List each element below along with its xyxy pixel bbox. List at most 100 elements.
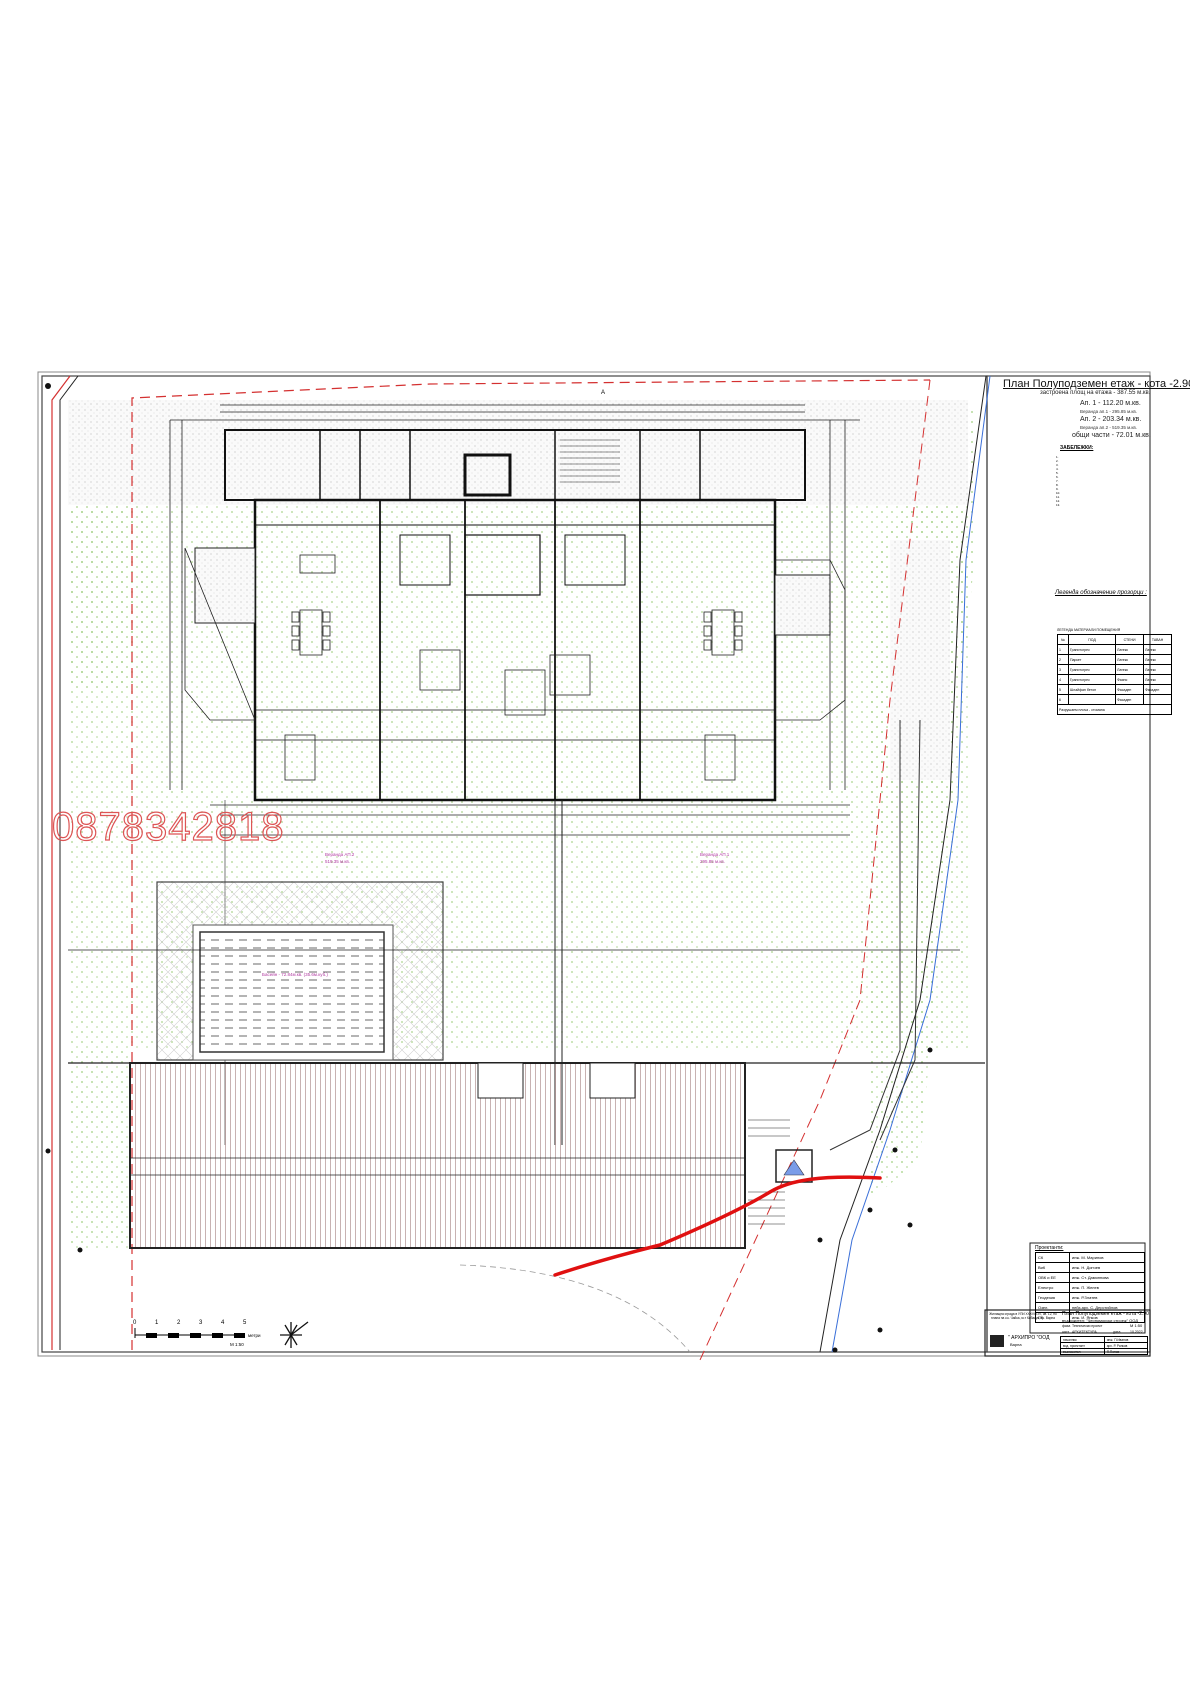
veranda-ap1-label: Веранда АП.1 bbox=[700, 852, 730, 857]
person: П.Попов bbox=[1103, 1348, 1149, 1355]
legend-col: № bbox=[1057, 634, 1069, 645]
discipline: Геодезия bbox=[1035, 1292, 1070, 1303]
discipline: ОВК и ЕЕ bbox=[1035, 1272, 1070, 1283]
drawing-title: План Полуподземен етаж - кота -2.90 bbox=[1003, 378, 1190, 390]
section-marker: А bbox=[601, 390, 606, 396]
notes-heading: ЗАБЕЛЕЖКИ: bbox=[1060, 445, 1094, 451]
cell: Латекс bbox=[1143, 664, 1172, 675]
note-line: 4. bbox=[1056, 467, 1059, 471]
phase-label: фаза bbox=[1062, 1324, 1071, 1328]
designers-heading: Проектанти: bbox=[1035, 1245, 1064, 1251]
part-label: част bbox=[1062, 1330, 1070, 1334]
designer-name: инж. Ст. Дамяннова bbox=[1069, 1272, 1145, 1283]
scale-tick: 0 bbox=[133, 1320, 137, 1326]
legend-row: 6 Фасаден bbox=[1057, 694, 1172, 705]
scale-unit: метри bbox=[248, 1333, 261, 1338]
note-line: 8. bbox=[1056, 483, 1059, 487]
cell: Гранитогрес bbox=[1067, 644, 1117, 655]
note-line: 11. bbox=[1056, 495, 1060, 499]
cell: Латекс bbox=[1115, 654, 1145, 665]
cell: Гранитогрес bbox=[1067, 674, 1117, 685]
common-parts-area: общи части - 72.01 м.кв. bbox=[1072, 432, 1151, 439]
project-description: Жилищна сграда в УПИ XXXVIII-97, кв. 12,… bbox=[989, 1312, 1057, 1320]
cell: 5 bbox=[1057, 684, 1069, 695]
client: възложител: "Черноморски строеж" ООД bbox=[1062, 1318, 1138, 1323]
cell: 3 bbox=[1057, 664, 1069, 675]
part: АРХИТЕКТУРА bbox=[1072, 1330, 1097, 1334]
cell: 2 bbox=[1057, 654, 1069, 665]
designer-name: инж. И. Янков bbox=[1069, 1312, 1145, 1323]
note-line: 6. bbox=[1056, 475, 1059, 479]
phone-watermark: 0878342818 bbox=[51, 804, 285, 849]
cell bbox=[1067, 694, 1117, 705]
red-markup-curve bbox=[555, 1175, 885, 1275]
date: 10.2022 bbox=[1130, 1330, 1143, 1334]
cell: Фасаден bbox=[1115, 684, 1145, 695]
company-name: " АРХИПРО "ООД bbox=[1008, 1335, 1050, 1341]
built-area: застроена площ на етажа - 387.55 м.кв. bbox=[1040, 390, 1151, 396]
note-line: 7. bbox=[1056, 479, 1059, 483]
scale-tick: 2 bbox=[177, 1320, 181, 1326]
cell: Гранитогрес bbox=[1067, 664, 1117, 675]
designer-name: инж. П. Желев bbox=[1069, 1282, 1145, 1293]
cell: Фасаден bbox=[1115, 694, 1145, 705]
designer-name: инж. М. Маринов bbox=[1069, 1252, 1145, 1263]
veranda-ap1-area: 295.85 м.кв. bbox=[700, 859, 725, 864]
title-scale: М 1:50 bbox=[1130, 1323, 1143, 1328]
scale-tick: 1 bbox=[155, 1320, 159, 1326]
designer-name: инж. Р.Златев bbox=[1069, 1292, 1145, 1303]
note-line: 10. bbox=[1056, 491, 1061, 495]
cell: Латекс bbox=[1115, 644, 1145, 655]
legend-col: ПОД bbox=[1067, 634, 1117, 645]
designer-name: инж. Н. Дончев bbox=[1069, 1262, 1145, 1273]
date-label: дата bbox=[1113, 1330, 1121, 1334]
note-line: 2. bbox=[1056, 459, 1059, 463]
phase: Технически проект bbox=[1072, 1324, 1103, 1328]
scale-tick: 4 bbox=[221, 1320, 225, 1326]
discipline: ВиК bbox=[1035, 1262, 1070, 1273]
veranda-ap2-area: 519.35 м.кв. bbox=[325, 859, 350, 864]
scale-ratio: М 1:50 bbox=[230, 1342, 244, 1347]
cell: Фасаден bbox=[1143, 684, 1172, 695]
note-line: 5. bbox=[1056, 471, 1059, 475]
cell: Латекс bbox=[1143, 654, 1172, 665]
legend-col: ТАВАН bbox=[1143, 634, 1172, 645]
apartment-2-veranda: Веранда ап.2 - 519.35 м.кв. bbox=[1080, 425, 1138, 430]
cell: Латекс bbox=[1143, 644, 1172, 655]
cell bbox=[1143, 694, 1172, 705]
pool-label: Басейн - 72.84м.кв. (35.6м.куб.) bbox=[262, 972, 328, 977]
sheet-title: План Полуподземен етаж - кота -2.90 bbox=[1062, 1311, 1149, 1317]
notes-list: 1. 2. 3. 4. 5. 6. 7. 8. 9. 10. 11. 12. 1… bbox=[1056, 455, 1131, 507]
legend-col: СТЕНИ bbox=[1115, 634, 1145, 645]
cell: Фаянс bbox=[1115, 674, 1145, 685]
note-line: 3. bbox=[1056, 463, 1059, 467]
note-line: 9. bbox=[1056, 487, 1059, 491]
company-logo-icon bbox=[990, 1335, 1004, 1347]
apartment-1-area: Ап. 1 - 112.20 м.кв. bbox=[1080, 400, 1141, 407]
discipline: Електро bbox=[1035, 1282, 1070, 1293]
cell: Латекс bbox=[1115, 664, 1145, 675]
legend-heading: Легенда обозначение прозорци : bbox=[1055, 590, 1147, 596]
note-line: 12. bbox=[1056, 499, 1061, 503]
material-legend-heading: ЛЕГЕНДА МАТЕРИАЛИ ПОМЕЩЕНИЯ bbox=[1057, 628, 1121, 632]
veranda-ap2-label: Веранда АП.2 bbox=[325, 852, 355, 857]
cell: Паркет bbox=[1067, 654, 1117, 665]
north-arrow-icon bbox=[280, 1320, 310, 1350]
role: възложител bbox=[1060, 1348, 1105, 1355]
scale-tick: 5 bbox=[243, 1320, 247, 1326]
cell: 6 bbox=[1057, 694, 1069, 705]
discipline: СК bbox=[1035, 1252, 1070, 1263]
cell: 1 bbox=[1057, 644, 1069, 655]
scale-tick: 3 bbox=[199, 1320, 203, 1326]
